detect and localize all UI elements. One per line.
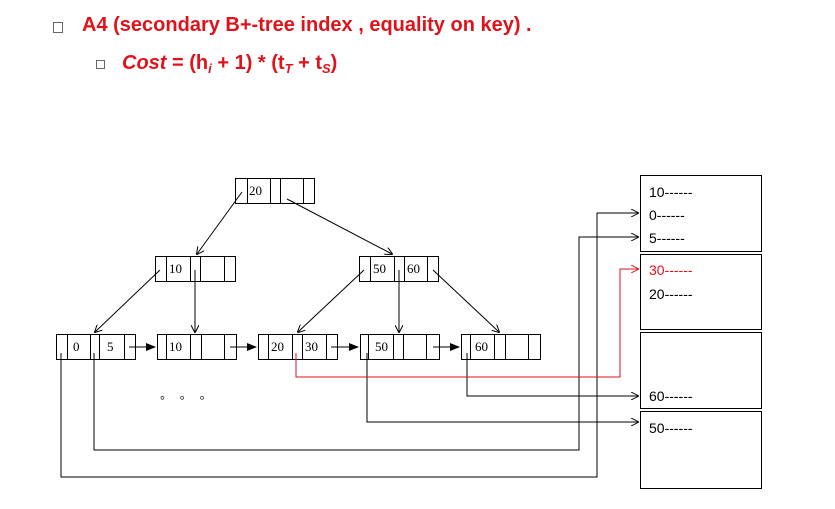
- ellipsis: ° ° °: [160, 393, 210, 407]
- record-0: 0------: [649, 207, 685, 223]
- record-10: 10------: [649, 184, 693, 200]
- record-60: 60------: [649, 388, 693, 404]
- title-label: A4: [82, 14, 108, 36]
- cost-sub-t: T: [284, 61, 293, 76]
- pointer-root-right: [286, 198, 392, 254]
- record-5: 5------: [649, 230, 685, 246]
- root-key-1: 20: [249, 183, 262, 198]
- leaf3-key-2: 30: [305, 339, 318, 354]
- record-50: 50------: [649, 420, 693, 436]
- slide-title: A4 (secondary B+-tree index , equality o…: [82, 14, 532, 37]
- cost-part-d: ): [330, 52, 338, 74]
- leaf-node-1: [56, 334, 136, 360]
- cost-label: Cost: [122, 52, 167, 74]
- sub-bullet-icon: [96, 60, 105, 69]
- data-page-3: [640, 332, 762, 409]
- leaf1-key-2: 5: [107, 339, 114, 354]
- bullet-icon: [53, 22, 63, 33]
- internal-left-key-1: 10: [169, 261, 182, 276]
- pointer-root-left: [197, 191, 243, 254]
- root-node: [235, 178, 315, 204]
- cost-sub-i: i: [208, 61, 212, 76]
- cost-formula: Cost = (hi + 1) * (tT + tS): [122, 52, 337, 76]
- record-30-highlight: 30------: [649, 262, 693, 278]
- leaf4-key-1: 50: [375, 339, 388, 354]
- rid-pointer-30-highlight: [295, 269, 638, 378]
- pointer-l1-leaf5: [432, 269, 499, 332]
- data-page-2: [640, 254, 762, 330]
- rid-pointer-5: [93, 237, 638, 451]
- cost-part-a: = (h: [172, 52, 209, 74]
- leaf-node-2: [157, 334, 237, 360]
- leaf2-key-1: 10: [169, 339, 182, 354]
- internal-right-key-1: 50: [373, 261, 386, 276]
- title-text: (secondary B+-tree index , equality on k…: [113, 14, 532, 36]
- pointer-l1-leaf1: [95, 269, 161, 332]
- cost-sub-s: S: [322, 61, 331, 76]
- leaf3-key-1: 20: [271, 339, 284, 354]
- rid-pointer-50: [366, 353, 638, 422]
- cost-part-c: + t: [298, 52, 322, 74]
- leaf5-key-1: 60: [475, 339, 488, 354]
- leaf-node-5: [461, 334, 541, 360]
- rid-pointer-0: [60, 213, 638, 478]
- leaf1-key-1: 0: [73, 339, 80, 354]
- pointer-l1-leaf3: [298, 269, 365, 332]
- rid-pointer-60: [466, 353, 638, 396]
- record-20: 20------: [649, 286, 693, 302]
- data-page-1: [640, 175, 762, 252]
- data-page-4: [640, 411, 762, 489]
- leaf-node-4: [360, 334, 440, 360]
- cost-part-b: + 1) * (t: [217, 52, 285, 74]
- internal-right-key-2: 60: [407, 261, 420, 276]
